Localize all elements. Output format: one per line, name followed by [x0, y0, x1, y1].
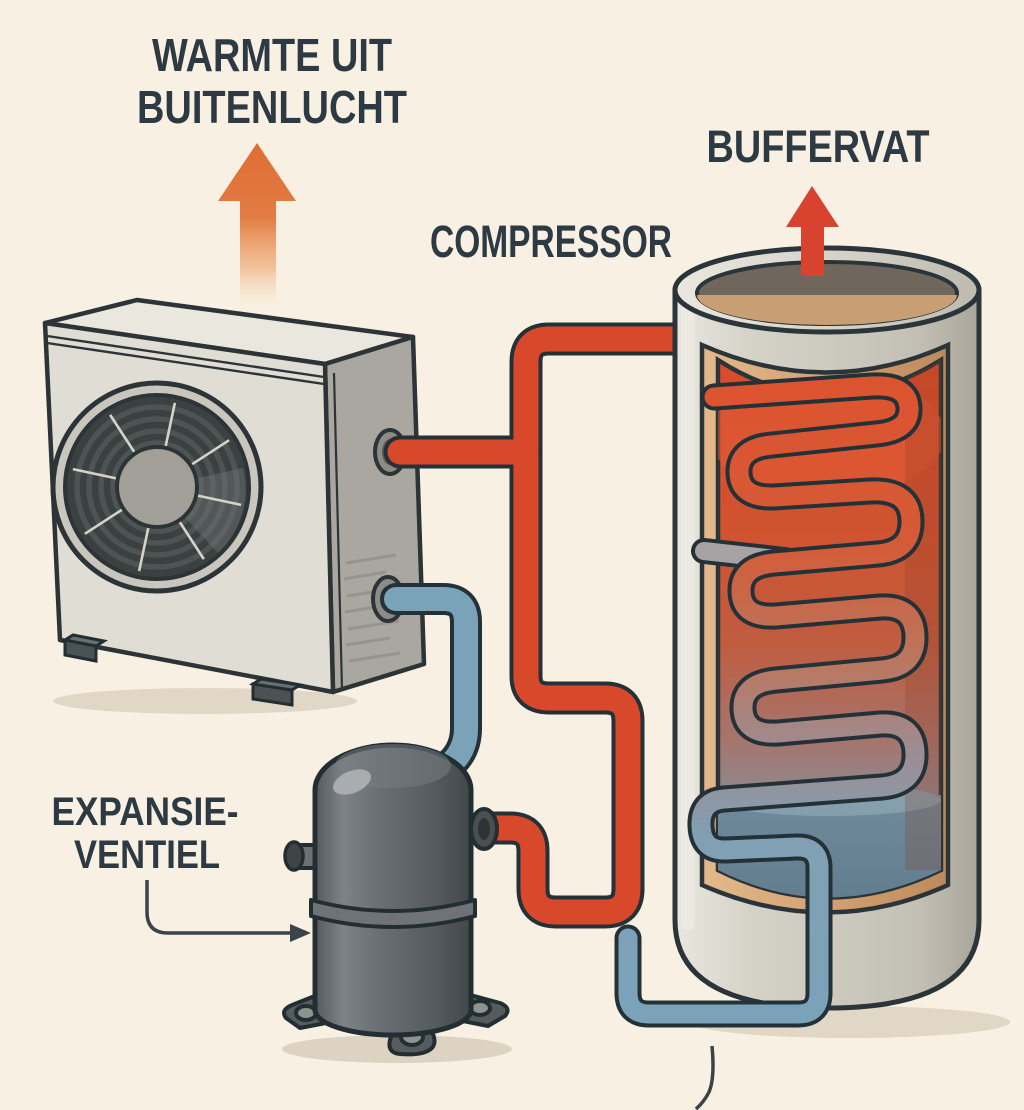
fan-icon	[50, 380, 264, 594]
compressor-label: COMPRESSOR	[430, 216, 672, 267]
expansion-valve-label-line1: EXPANSIE-	[52, 790, 239, 834]
outdoor-unit-shadow	[53, 688, 357, 714]
compressor-nozzle-cap	[283, 840, 305, 872]
compressor-band	[309, 898, 477, 929]
fan-hub	[115, 445, 199, 529]
compressor-highlight	[333, 769, 371, 795]
compressor-unit	[282, 742, 510, 1057]
buffer-tank	[614, 245, 982, 1028]
outdoor-unit	[42, 297, 427, 707]
side-seam-line	[332, 372, 344, 690]
heat-out-arrow-icon	[218, 143, 296, 307]
hot-pipe-main	[479, 326, 699, 925]
expansion-leader-arrowhead-icon	[290, 924, 311, 942]
annotations: WARMTE UIT BUITENLUCHT COMPRESSOR BUFFER…	[52, 29, 930, 1110]
tank-rim-inner-wall	[697, 295, 957, 325]
fan-spokes	[72, 402, 242, 572]
coil-tube	[618, 376, 925, 1024]
cold-pipe-unit-to-compressor	[384, 587, 478, 792]
expansion-valve-label-line2: VENTIEL	[74, 833, 220, 877]
refrigerant-pipes	[380, 322, 703, 929]
buffer-out-arrow-icon	[786, 186, 839, 276]
bottom-leader-line	[694, 1045, 715, 1110]
heat-source-label-line2: BUITENLUCHT	[137, 81, 407, 133]
front-seam-line	[46, 334, 325, 379]
expansion-leader-line	[145, 880, 292, 935]
tank-shell-highlight	[681, 305, 695, 930]
compressor-outlet-hole	[478, 818, 490, 840]
heat-exchanger-coil	[614, 372, 929, 1028]
heat-source-label-line1: WARMTE UIT	[152, 29, 392, 81]
front-seam-line	[46, 341, 325, 386]
buffer-tank-label: BUFFERVAT	[707, 121, 930, 172]
outdoor-unit-feet	[60, 633, 305, 707]
hot-pipe	[383, 322, 703, 929]
